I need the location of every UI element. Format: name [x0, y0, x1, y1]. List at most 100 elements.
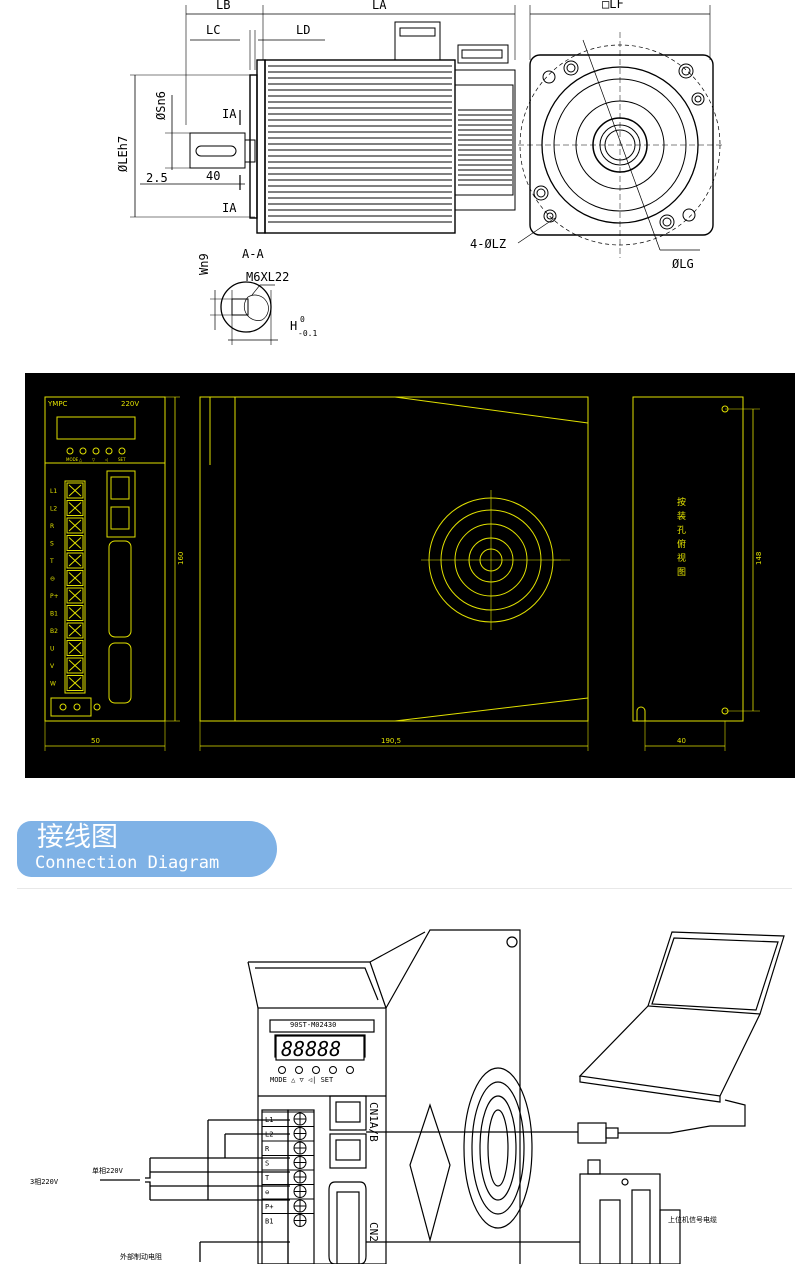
driver-terminal-label: L1: [50, 488, 57, 495]
driver-terminal-label: V: [50, 663, 55, 670]
terminal-screw-mark: [68, 607, 82, 619]
terminal-screw-mark: [68, 554, 82, 567]
drive-display-digits: 88888: [281, 1037, 341, 1061]
dim-h-sup: 0: [300, 315, 305, 324]
driver-terminal-label: L2: [50, 506, 57, 513]
wiring-terminal-label: L2: [265, 1131, 273, 1139]
driver-terminal-label: B2: [50, 628, 58, 635]
drive-buttons: MODE △ ▽ ◁| SET: [270, 1076, 334, 1084]
driver-terminal-label: B1: [50, 611, 58, 618]
dim-lg: ØLG: [672, 257, 694, 271]
dim-ia-bottom: IA: [222, 201, 237, 215]
wiring-terminal-label: S: [265, 1160, 269, 1168]
driver-button-label: ▽: [92, 457, 96, 462]
wiring-terminal-label: P+: [265, 1203, 273, 1211]
driver-terminal: [66, 570, 84, 586]
driver-terminal: [66, 500, 84, 516]
label-brake-resistor: 外部制动电阻: [120, 1252, 162, 1261]
driver-terminal-label: U: [50, 646, 54, 653]
driver-terminal-label: P+: [50, 593, 59, 600]
dim-le: ØLEh7: [116, 136, 130, 172]
dim-wn: Wn9: [197, 253, 211, 275]
mount-note-char: 俯: [677, 538, 686, 550]
section-title-cn: 接线图: [37, 822, 118, 853]
dim-m6: M6XL22: [246, 270, 289, 284]
driver-terminal: [66, 552, 84, 569]
driver-dim-mount-height: 148: [755, 552, 763, 565]
mount-note-char: 装: [677, 510, 686, 522]
drive-button: [295, 1066, 303, 1074]
terminal-screw-mark: [68, 502, 82, 514]
wiring-terminal-label: T: [265, 1174, 270, 1182]
dim-la: LA: [372, 0, 387, 12]
dim-lb: LB: [216, 0, 230, 12]
mount-note-char: 视: [677, 552, 686, 564]
driver-terminal-label: R: [50, 523, 54, 530]
label-power-single: 单相220V: [92, 1166, 124, 1175]
drive-button: [278, 1066, 286, 1074]
dim-h: H: [290, 319, 297, 333]
dim-lc: LC: [206, 23, 220, 37]
driver-terminal-label: T: [49, 558, 54, 565]
label-encoder-cable: 上位机信号电缆: [668, 1215, 717, 1224]
mount-note-char: 孔: [677, 525, 686, 536]
dim-aa: A-A: [242, 247, 264, 261]
driver-dimension-drawing: YMPC 220V 160 50 190,5 148 40 MODE△▽◁SET…: [25, 373, 795, 778]
drive-button: [329, 1066, 337, 1074]
drive-button: [312, 1066, 320, 1074]
driver-terminal: [66, 675, 84, 691]
section-title-en: Connection Diagram: [35, 853, 220, 873]
label-cn1: CN1A/B: [367, 1102, 380, 1142]
terminal-screw-mark: [68, 589, 82, 602]
terminal-screw-mark: [68, 642, 82, 654]
driver-terminal: [66, 657, 84, 674]
wiring-terminal-label: ⊖: [265, 1189, 269, 1197]
terminal-screw-mark: [68, 572, 82, 584]
driver-terminal: [66, 517, 84, 534]
wiring-terminal-label: B1: [265, 1218, 273, 1226]
mount-note-char: 图: [677, 567, 686, 578]
driver-terminal-label: S: [50, 541, 54, 548]
mount-note-char: 按: [677, 496, 686, 508]
dim-h-sub: -0.1: [298, 329, 317, 338]
driver-dim-mount-width: 40: [677, 737, 686, 745]
dim-40: 40: [206, 169, 220, 183]
driver-button-label: SET: [118, 457, 126, 462]
driver-button-label: ◁: [104, 457, 108, 462]
driver-terminal: [66, 587, 84, 604]
driver-terminal: [66, 605, 84, 621]
driver-brand: YMPC: [47, 400, 68, 408]
section-divider: [17, 888, 792, 889]
driver-button-label: MODE: [66, 457, 79, 462]
driver-button-label: △: [79, 457, 83, 462]
drive-model: 90ST-M02430: [290, 1021, 336, 1029]
terminal-screw-mark: [68, 659, 82, 672]
label-cn2: CN2: [367, 1222, 380, 1242]
dim-ia-top: IA: [222, 107, 237, 121]
terminal-screw-mark: [68, 519, 82, 532]
wiring-terminal-label: R: [265, 1145, 270, 1153]
drive-display-box: [275, 1035, 365, 1061]
terminal-screw-mark: [68, 624, 82, 637]
terminal-screw-mark: [68, 677, 82, 689]
driver-terminal-label: W: [50, 681, 56, 688]
driver-dim-depth: 190,5: [381, 737, 401, 745]
driver-terminal: [66, 482, 84, 499]
terminal-screw-mark: [68, 537, 82, 549]
section-banner: 接线图 Connection Diagram: [17, 821, 277, 877]
drive-button: [346, 1066, 354, 1074]
dim-2-5: 2.5: [146, 171, 168, 185]
drive-display: 88888: [282, 1062, 285, 1064]
dim-lf: □LF: [602, 0, 624, 11]
label-power-3phase: 3相220V: [30, 1177, 59, 1186]
motor-dimension-drawing: LB LA □LF LC LD IA IA 2.5 40 A-A 4-ØLZ Ø…: [116, 0, 722, 345]
dim-lz: 4-ØLZ: [470, 237, 506, 251]
dim-sn: ØSn6: [154, 91, 168, 120]
driver-terminal-label: ⊖: [50, 576, 55, 583]
wiring-terminal-label: L1: [265, 1116, 273, 1124]
connection-wiring-diagram: 88888 90ST-M02430 MODE △ ▽ ◁| SET 3相220V…: [30, 929, 785, 1264]
terminal-screw-mark: [68, 484, 82, 497]
driver-terminal: [66, 535, 84, 551]
dim-ld: LD: [296, 23, 310, 37]
driver-dim-height: 160: [177, 552, 185, 565]
